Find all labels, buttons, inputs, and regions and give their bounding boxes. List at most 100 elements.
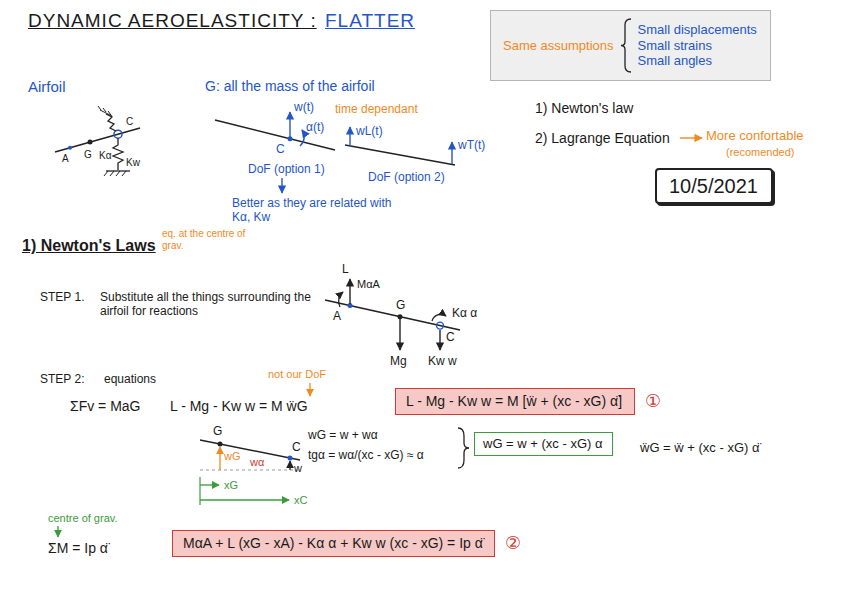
- spring-symbol: [113, 138, 123, 170]
- ground-hatch: [104, 171, 126, 176]
- pointer-arrow: [680, 137, 702, 138]
- pointer-arrow: [309, 383, 310, 396]
- date-text: 10/5/2021: [669, 174, 759, 198]
- airfoil-line: [55, 128, 140, 152]
- force-arrow: [349, 279, 350, 304]
- point-label: G: [84, 149, 92, 161]
- note-text: Better as they are related with Kα, Kw: [232, 196, 392, 225]
- step-label: STEP 1.: [40, 290, 84, 304]
- point-label: C: [276, 142, 285, 156]
- moment-label: Kα α: [452, 306, 477, 320]
- brace: [458, 428, 469, 468]
- point-label: C: [126, 116, 133, 128]
- point-dot: [68, 146, 72, 150]
- displacement-arrow: [219, 447, 220, 470]
- equation-box: L - Mg - Kw w = M [ẅ + (xc - xG) α̈]: [395, 388, 635, 415]
- note-text: DoF (option 2): [368, 170, 445, 184]
- reference-tick: [199, 477, 200, 505]
- note-text: eq. at the centre of grav.: [162, 228, 247, 252]
- point-dot: [88, 140, 93, 145]
- equation-text: L - Mg - Kw w = M ẅG: [170, 398, 308, 415]
- dof-arrow: [349, 127, 350, 146]
- note-text: equations: [104, 372, 156, 386]
- equation-text: L - Mg - Kw w = M [ẅ + (xc - xG) α̈]: [406, 393, 624, 410]
- displacement-label: wα: [250, 456, 264, 469]
- force-label: Mg: [390, 354, 407, 368]
- distance-arrow: [200, 484, 219, 485]
- note-text: Substitute all the things surrounding th…: [100, 290, 315, 319]
- ground-line: [106, 170, 130, 171]
- step-label: STEP 2:: [40, 372, 84, 386]
- title-part: FLATTER: [325, 10, 415, 33]
- equation-text: MαA + L (xG - xA) - Kα α + Kw w (xc - xG…: [183, 535, 484, 552]
- distance-label: xC: [294, 494, 307, 507]
- displacement-label: wG: [224, 450, 241, 463]
- force-arrow: [399, 319, 400, 350]
- list-item: 2) Lagrange Equation: [535, 130, 670, 147]
- equation-box: wG = w + (xc - xG) α: [474, 432, 613, 456]
- equation-text: wG = w + (xc - xG) α: [483, 436, 604, 452]
- point-circle: [114, 130, 122, 138]
- dof-arrow: [451, 142, 452, 164]
- equation-text: ΣFv = MaG: [70, 398, 141, 415]
- note-text: (recomended): [726, 146, 794, 159]
- point-circle: [437, 322, 444, 329]
- moment-arrow: [339, 292, 343, 307]
- distance-label: xG: [224, 479, 238, 492]
- airfoil-line: [345, 145, 455, 165]
- rotation-arrow: [300, 130, 304, 146]
- callout-number: ①: [645, 391, 661, 413]
- point-dot: [218, 442, 223, 447]
- note-text: G: all the mass of the airfoil: [205, 78, 375, 95]
- brace: [620, 18, 632, 73]
- equation-text: ẅG = ẅ + (xc - xG) α̈: [640, 440, 759, 456]
- airfoil-line: [325, 300, 460, 330]
- pointer-arrow: [281, 178, 282, 193]
- displacement-label: w: [294, 462, 302, 475]
- note-text: time dependant: [335, 102, 418, 116]
- distance-arrow: [200, 499, 289, 500]
- dof-label: wL(t): [356, 124, 383, 138]
- point-label: A: [62, 153, 69, 165]
- equation-text: tgα = wα/(xc - xG) ≈ α: [308, 448, 424, 462]
- equation-text: ΣM = Ip α̈: [48, 540, 108, 557]
- dof-arrow: [289, 112, 290, 137]
- note-text: More confortable: [706, 128, 804, 144]
- moment-arrow: [432, 314, 446, 321]
- spring-label: Kw: [126, 157, 140, 169]
- spring-label: Kα: [99, 150, 111, 162]
- moment-label: MαA: [357, 278, 380, 291]
- pointer-arrow: [57, 526, 58, 537]
- torsion-spring: [106, 114, 116, 131]
- equation-box: MαA + L (xG - xA) - Kα α + Kw w (xc - xG…: [172, 530, 495, 557]
- brace: [621, 19, 631, 72]
- point-label: G: [396, 298, 405, 312]
- list-item: Small displacements: [638, 22, 757, 38]
- section-heading: 1) Newton's Laws: [22, 236, 156, 255]
- force-label: Kw w: [428, 354, 457, 368]
- box-heading: Same assumptions: [503, 38, 614, 54]
- airfoil-line: [215, 120, 335, 150]
- list-item: Small angles: [638, 53, 757, 69]
- assumption-box: Same assumptionsSmall displacementsSmall…: [490, 10, 771, 81]
- date-box: 10/5/2021: [655, 168, 773, 204]
- displacement-arrow: [289, 461, 290, 470]
- ground-hatch: [98, 106, 112, 116]
- dof-label: α(t): [306, 120, 324, 134]
- point-label: C: [292, 440, 301, 454]
- note-text: DoF (option 1): [248, 162, 325, 176]
- force-label: L: [342, 262, 349, 276]
- list-item: Small strains: [638, 38, 757, 54]
- point-dot: [288, 456, 293, 461]
- list-item: 1) Newton's law: [535, 100, 633, 117]
- dof-label: w(t): [294, 100, 314, 114]
- section-heading: Airfoil: [28, 78, 66, 96]
- callout-number: ②: [505, 533, 521, 555]
- force-arrow: [439, 330, 440, 350]
- point-dot: [398, 314, 403, 319]
- note-text: not our DoF: [268, 368, 326, 381]
- reference-line: [200, 470, 300, 471]
- equation-text: wG = w + wα: [308, 428, 378, 442]
- point-label: G: [213, 424, 222, 438]
- dof-label: wT(t): [458, 138, 485, 152]
